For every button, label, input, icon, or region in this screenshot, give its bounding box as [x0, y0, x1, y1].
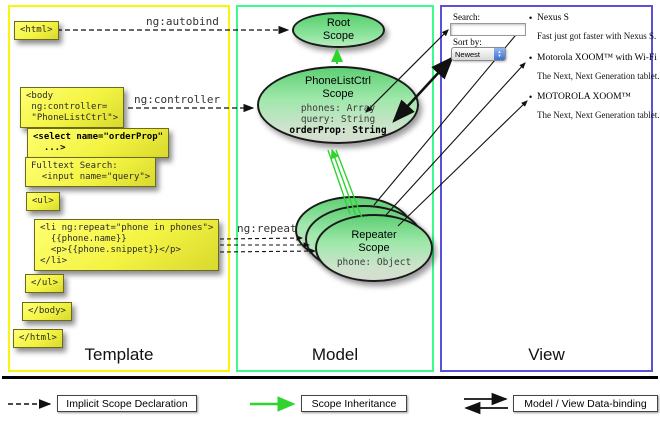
legend-divider	[2, 376, 658, 379]
phonelistctrl-scope-orderprop: orderProp: String	[289, 124, 387, 136]
phonelistctrl-scope-ellipse: PhoneListCtrl Scope phones: Array query:…	[257, 66, 419, 144]
template-column-title: Template	[84, 345, 154, 364]
model-column-title: Model	[311, 345, 359, 364]
code-box-html-open: <html>	[14, 21, 59, 40]
view-item-name: MOTOROLA XOOM™	[537, 92, 631, 102]
repeater-scope-prop: phone: Object	[336, 256, 412, 268]
ng-autobind-label: ng:autobind	[146, 15, 219, 28]
code-box-ul-open: <ul>	[26, 192, 60, 211]
code-box-ul-close: </ul>	[25, 274, 65, 293]
legend-scope-inheritance: Scope Inheritance	[301, 395, 407, 412]
view-item-name: Motorola XOOM™ with Wi-Fi	[537, 53, 657, 63]
phonelistctrl-scope-props: phones: Array query: String	[300, 102, 376, 125]
bullet-icon: •	[529, 13, 533, 23]
view-item-desc: The Next, Next Generation tablet.	[537, 110, 660, 120]
code-box-body-open: <body ng:controller= "PhoneListCtrl">	[20, 87, 125, 128]
code-box-fulltext-search: Fulltext Search: <input name="query">	[25, 157, 157, 187]
view-item-desc: Fast just got faster with Nexus S.	[537, 31, 657, 41]
sort-by-label: Sort by:	[453, 37, 482, 47]
ng-repeat-label: ng:repeat	[237, 222, 297, 235]
code-box-select: <select name="orderProp" ...>	[27, 128, 170, 158]
sort-select-value: Newest	[455, 49, 481, 59]
legend-model-view-data-binding: Model / View Data-binding	[513, 395, 658, 412]
repeater-scope-title: Repeater Scope	[351, 228, 397, 254]
bullet-icon: •	[529, 53, 533, 63]
search-label: Search:	[453, 12, 480, 22]
code-box-body-close: </body>	[22, 302, 72, 321]
sort-select[interactable]: Newest ▲▼	[451, 47, 506, 61]
view-item-desc: The Next, Next Generation tablet.	[537, 71, 660, 81]
ng-controller-label: ng:controller	[134, 93, 221, 106]
code-box-li-repeat: <li ng:repeat="phone in phones"> {{phone…	[34, 219, 220, 271]
root-scope-ellipse: Root Scope	[292, 12, 385, 48]
code-box-html-close: </html>	[13, 329, 63, 348]
select-stepper-icon: ▲▼	[494, 48, 505, 60]
legend-implicit-scope-declaration: Implicit Scope Declaration	[57, 395, 197, 412]
root-scope-title: Root Scope	[322, 17, 355, 42]
phonelistctrl-scope-title: PhoneListCtrl Scope	[304, 74, 372, 100]
search-input[interactable]	[450, 23, 526, 36]
repeater-scope-ellipse: Repeater Scope phone: Object	[315, 214, 433, 282]
view-item-name: Nexus S	[537, 13, 569, 23]
model-column: Model	[236, 5, 434, 372]
view-column-title: View	[528, 345, 565, 364]
bullet-icon: •	[529, 92, 533, 102]
